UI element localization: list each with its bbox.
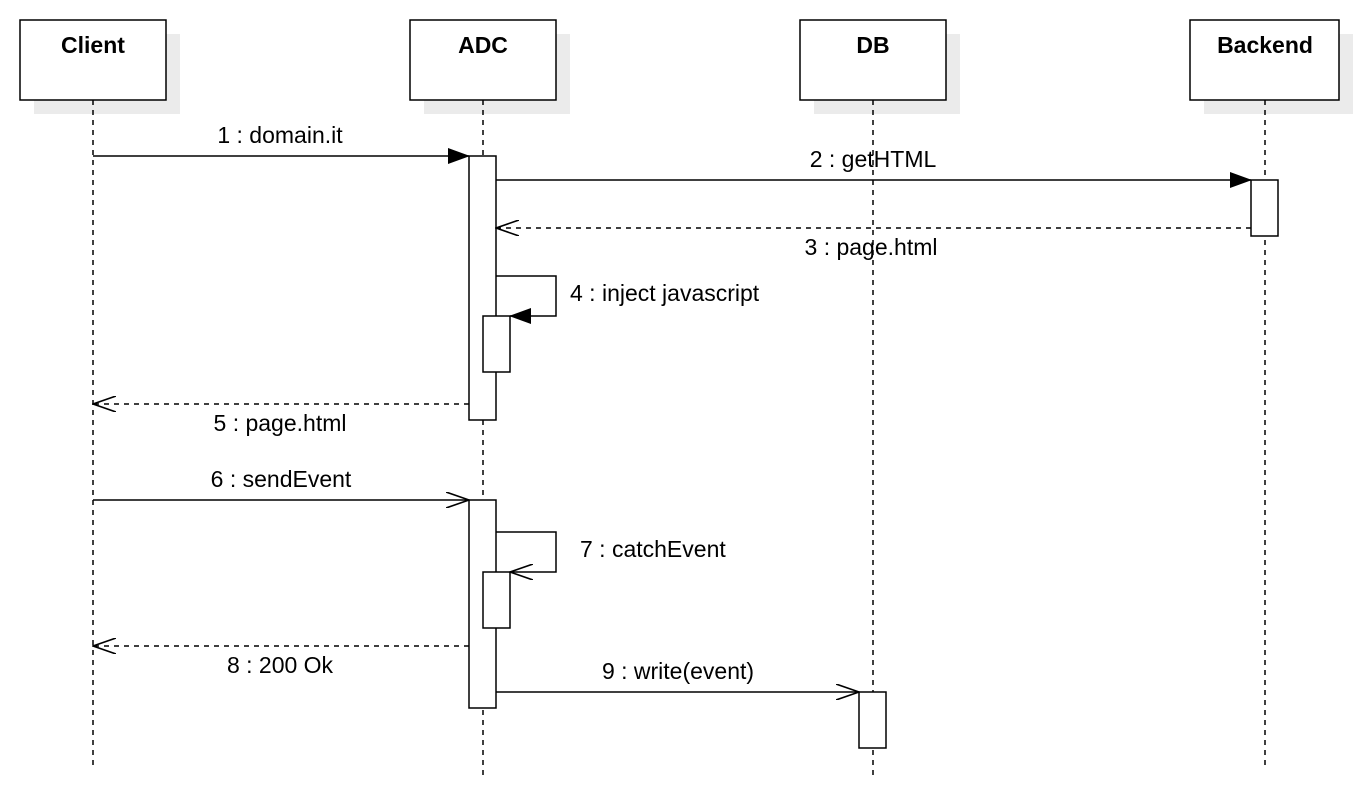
participant-label-backend: Backend — [1217, 32, 1313, 58]
message-label-6: 6 : sendEvent — [211, 466, 352, 492]
participant-adc: ADC — [409, 19, 557, 101]
message-label-2: 2 : getHTML — [810, 146, 937, 172]
activation-adc-self-2 — [482, 571, 511, 629]
activation-adc-self-1 — [482, 315, 511, 373]
message-label-4: 4 : inject javascript — [570, 280, 760, 306]
message-8: 8 : 200 Ok — [93, 646, 469, 678]
message-label-5: 5 : page.html — [214, 410, 347, 436]
message-label-1: 1 : domain.it — [217, 122, 343, 148]
participant-label-adc: ADC — [458, 32, 508, 58]
message-2: 2 : getHTML — [496, 146, 1252, 188]
activation-db-1 — [858, 691, 887, 749]
participant-backend: Backend — [1189, 19, 1340, 101]
activations — [468, 155, 1279, 749]
message-4: 4 : inject javascript — [496, 275, 760, 324]
message-5: 5 : page.html — [93, 404, 469, 436]
message-label-9: 9 : write(event) — [602, 658, 754, 684]
message-9: 9 : write(event) — [496, 658, 859, 692]
message-6: 6 : sendEvent — [93, 466, 469, 500]
activation-backend-1 — [1250, 179, 1279, 237]
message-label-7: 7 : catchEvent — [580, 536, 726, 562]
message-label-8: 8 : 200 Ok — [227, 652, 334, 678]
participant-label-client: Client — [61, 32, 125, 58]
participant-db: DB — [799, 19, 947, 101]
message-7: 7 : catchEvent — [496, 531, 726, 572]
participant-label-db: DB — [856, 32, 889, 58]
message-1: 1 : domain.it — [93, 122, 470, 164]
participant-client: Client — [19, 19, 167, 101]
participant-shadows — [34, 34, 1353, 114]
activation-adc-1 — [468, 155, 497, 421]
message-label-3: 3 : page.html — [805, 234, 938, 260]
message-3: 3 : page.html — [496, 228, 1251, 260]
